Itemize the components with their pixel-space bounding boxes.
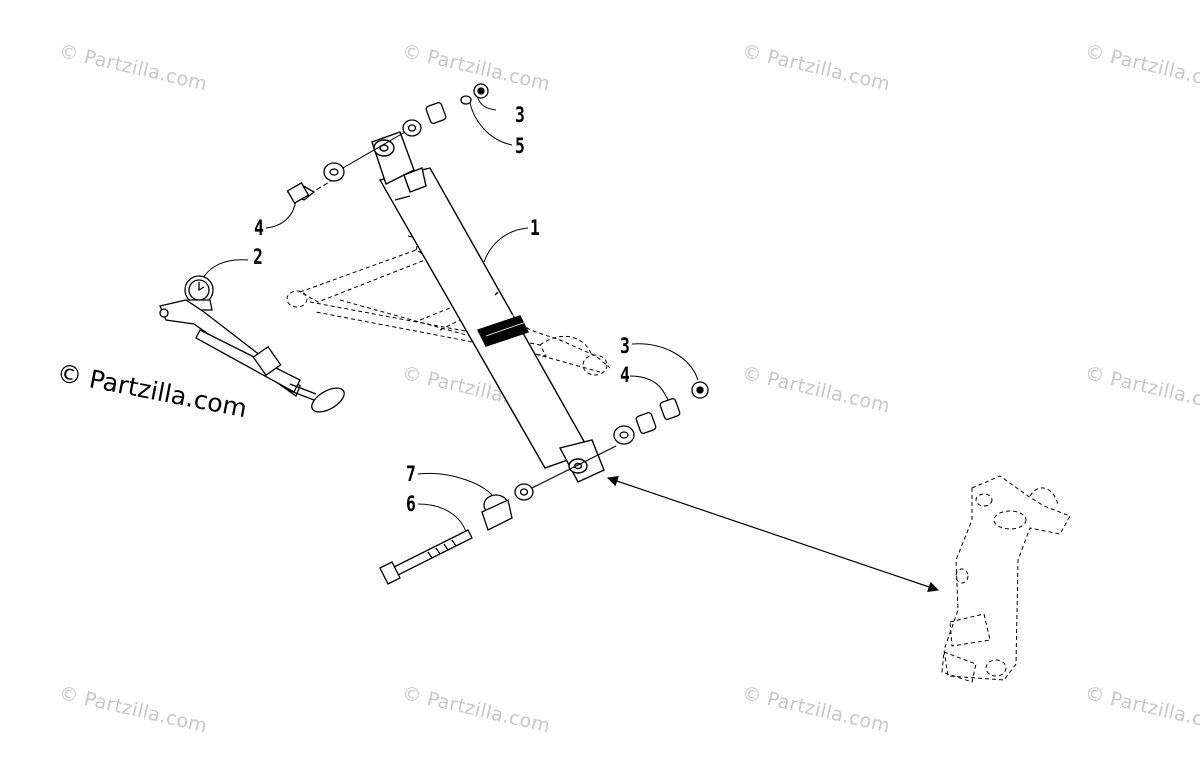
installation-arrow bbox=[606, 476, 940, 592]
shock-pump bbox=[159, 275, 345, 413]
callout-5: 5 bbox=[515, 134, 525, 158]
callout-2: 2 bbox=[253, 245, 263, 269]
hardware-top bbox=[286, 83, 489, 204]
callout-3: 3 bbox=[620, 334, 630, 358]
callout-3: 3 bbox=[515, 103, 525, 127]
callout-6: 6 bbox=[406, 492, 416, 516]
bolt-assembly bbox=[379, 483, 534, 585]
callout-1: 1 bbox=[530, 216, 540, 240]
callout-4: 4 bbox=[620, 363, 630, 387]
shock-absorber bbox=[371, 131, 605, 483]
hardware-mid bbox=[613, 381, 709, 445]
spindle-knuckle-phantom bbox=[941, 475, 1071, 683]
leader-lines bbox=[199, 89, 699, 533]
callout-7: 7 bbox=[406, 462, 416, 486]
callout-4: 4 bbox=[254, 216, 264, 240]
